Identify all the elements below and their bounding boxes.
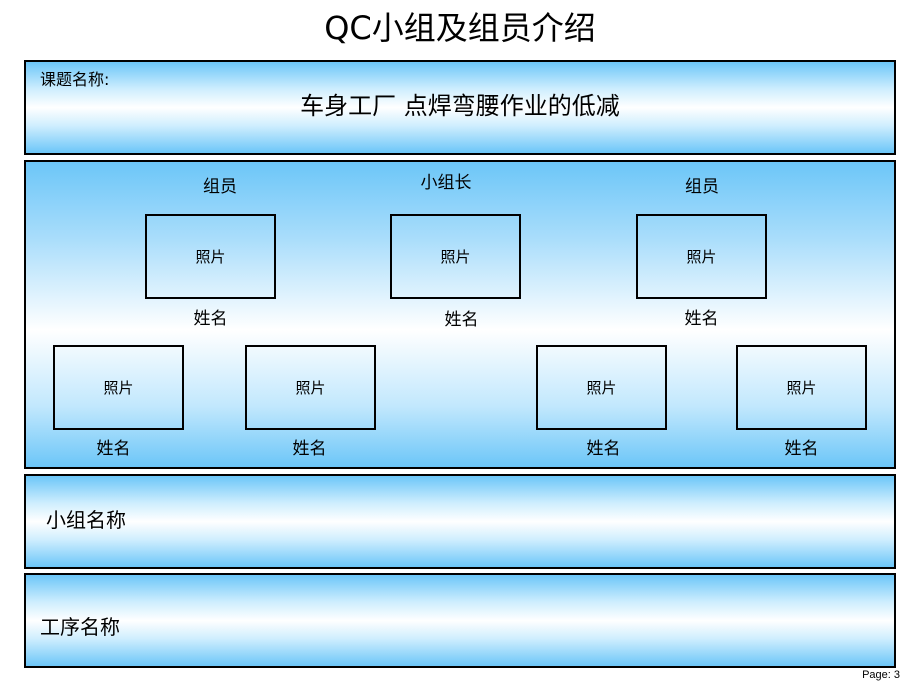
process-name-label: 工序名称 bbox=[40, 615, 120, 639]
member-name: 姓名 bbox=[96, 439, 131, 459]
topic-title: 车身工厂 点焊弯腰作业的低减 bbox=[300, 92, 620, 120]
role-member-left: 组员 bbox=[203, 177, 237, 197]
group-name-label: 小组名称 bbox=[46, 508, 126, 532]
member-name: 姓名 bbox=[586, 439, 621, 459]
photo-placeholder: 照片 bbox=[736, 345, 867, 430]
photo-placeholder-leader: 照片 bbox=[390, 214, 521, 299]
member-name: 姓名 bbox=[193, 309, 228, 329]
team-panel: 组员 小组长 组员 照片 姓名 照片 姓名 照片 姓名 照片 姓名 照片 姓名 … bbox=[24, 160, 896, 469]
photo-placeholder: 照片 bbox=[245, 345, 376, 430]
page-number: Page: 3 bbox=[862, 669, 900, 681]
topic-label: 课题名称: bbox=[40, 70, 110, 89]
photo-placeholder: 照片 bbox=[636, 214, 767, 299]
role-member-right: 组员 bbox=[685, 177, 719, 197]
member-name: 姓名 bbox=[292, 439, 327, 459]
member-name: 姓名 bbox=[784, 439, 819, 459]
photo-placeholder: 照片 bbox=[53, 345, 184, 430]
photo-placeholder: 照片 bbox=[145, 214, 276, 299]
role-leader: 小组长 bbox=[420, 173, 472, 193]
page-title: QC小组及组员介绍 bbox=[324, 9, 596, 47]
photo-placeholder: 照片 bbox=[536, 345, 667, 430]
process-name-panel: 工序名称 bbox=[24, 573, 896, 668]
member-name: 姓名 bbox=[684, 309, 719, 329]
topic-panel: 课题名称: 车身工厂 点焊弯腰作业的低减 bbox=[24, 60, 896, 155]
group-name-panel: 小组名称 bbox=[24, 474, 896, 569]
leader-name: 姓名 bbox=[444, 310, 479, 330]
